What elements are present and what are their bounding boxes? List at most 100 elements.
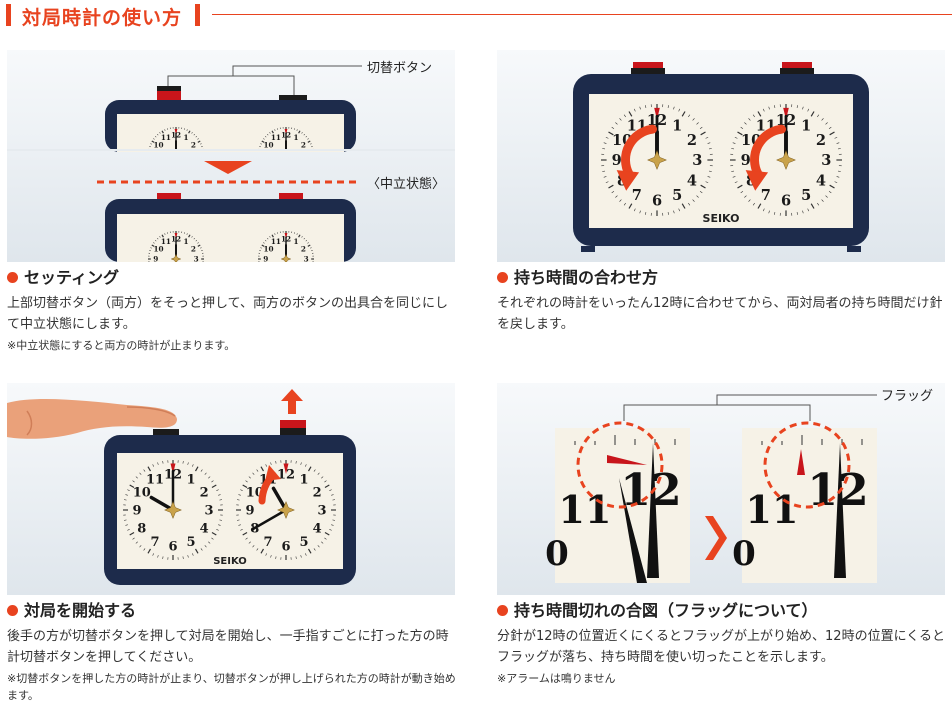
dial-number: 1 bbox=[184, 133, 189, 142]
dial-number: 11 bbox=[161, 133, 171, 142]
bullet-icon bbox=[497, 605, 508, 616]
dial-number: 11 bbox=[271, 237, 281, 246]
flag-icon bbox=[284, 128, 288, 135]
dial-number: 1 bbox=[294, 133, 299, 142]
flag-body: 分針が12時の位置近くにくるとフラッグが上がり始め、12時の位置にくるとフラッグ… bbox=[497, 629, 946, 665]
dial-number: 10 bbox=[263, 141, 273, 150]
dial-number: 7 bbox=[761, 187, 771, 204]
dial-number: 5 bbox=[299, 535, 308, 550]
dial-number: 7 bbox=[632, 187, 642, 204]
setting-illustration: 切替ボタン 121234567891011121234567891011 〈中立… bbox=[7, 50, 455, 262]
dial-number: 4 bbox=[200, 522, 209, 537]
dial-number: 8 bbox=[137, 522, 146, 537]
svg-text:0: 0 bbox=[732, 534, 756, 574]
dial-number: 4 bbox=[816, 172, 826, 189]
dial-number: 10 bbox=[153, 245, 163, 254]
next-arrow-icon bbox=[705, 516, 727, 560]
setting-section: セッティング 上部切替ボタン（両方）をそっと押して、両方のボタンの出具合を同じに… bbox=[7, 268, 455, 354]
dial-number: 10 bbox=[133, 486, 151, 501]
brand-logo: SEIKO bbox=[703, 212, 740, 225]
hold-time-body: それぞれの時計をいったん12時に合わせてから、両対局者の持ち時間だけ針を戻します… bbox=[497, 296, 943, 332]
dial-number: 10 bbox=[263, 245, 273, 254]
hold-time-heading: 持ち時間の合わせ方 bbox=[497, 268, 949, 288]
dial-number: 5 bbox=[184, 168, 189, 177]
dial-number: 2 bbox=[301, 141, 306, 150]
rewind-arrow-icon bbox=[750, 124, 786, 179]
button-label: 切替ボタン bbox=[367, 61, 432, 76]
dial-number: 1 bbox=[294, 237, 299, 246]
dial-number: 2 bbox=[687, 132, 697, 149]
section-header: 対局時計の使い方 bbox=[0, 0, 952, 30]
dial-number: 3 bbox=[821, 152, 831, 169]
dial-number: 1 bbox=[672, 117, 682, 134]
flag-icon bbox=[783, 107, 789, 120]
start-body: 後手の方が切替ボタンを押して対局を開始し、一手指すごとに打った方の時計切替ボタン… bbox=[7, 629, 449, 665]
rewind-arrow-icon bbox=[621, 124, 657, 179]
header-bar-left bbox=[6, 4, 11, 26]
dial-number: 6 bbox=[173, 171, 178, 180]
dial-number: 3 bbox=[194, 255, 199, 262]
flag-icon bbox=[174, 232, 178, 239]
start-heading: 対局を開始する bbox=[7, 601, 459, 621]
brand-logo: SEIKO bbox=[213, 556, 247, 567]
dial-number: 4 bbox=[313, 522, 322, 537]
svg-text:0: 0 bbox=[545, 534, 569, 574]
dial-number: 12 bbox=[277, 468, 295, 483]
dial-number: 6 bbox=[283, 171, 288, 180]
flag-icon bbox=[284, 232, 288, 239]
dial-number: 4 bbox=[191, 161, 196, 170]
heading-text: セッティング bbox=[24, 268, 120, 287]
setting-note: ※中立状態にすると両方の時計が止まります。 bbox=[7, 339, 236, 352]
dial-number: 7 bbox=[163, 168, 168, 177]
dial-number: 6 bbox=[168, 540, 177, 555]
clock-dial: 121234567891011 bbox=[601, 104, 713, 216]
heading-text: 対局を開始する bbox=[24, 601, 137, 620]
dial-number: 2 bbox=[200, 486, 209, 501]
setting-heading: セッティング bbox=[7, 268, 455, 288]
dial-number: 2 bbox=[191, 245, 196, 254]
dial-number: 9 bbox=[245, 504, 254, 519]
flag-illustration: フラッグ 1211012110 bbox=[497, 383, 945, 595]
clock-dial: 121234567891011 bbox=[258, 127, 314, 180]
page-title: 対局時計の使い方 bbox=[22, 7, 183, 29]
dial-number: 2 bbox=[313, 486, 322, 501]
dial-number: 10 bbox=[153, 141, 163, 150]
flag-icon bbox=[797, 449, 805, 475]
flag-icon bbox=[654, 107, 660, 120]
dial-number: 2 bbox=[816, 132, 826, 149]
dial-number: 1 bbox=[186, 473, 195, 488]
neutral-label: 〈中立状態〉 bbox=[367, 176, 445, 192]
header-bar-right bbox=[195, 4, 200, 26]
zoomed-dial: 12110 bbox=[732, 428, 877, 583]
dial-number: 9 bbox=[741, 152, 751, 169]
dial-number: 3 bbox=[204, 504, 213, 519]
dial-number: 2 bbox=[301, 245, 306, 254]
flag-heading: 持ち時間切れの合図（フラッグについて） bbox=[497, 601, 949, 621]
clock-dial: 121234567891011 bbox=[730, 104, 842, 216]
bullet-icon bbox=[497, 272, 508, 283]
dial-number: 4 bbox=[687, 172, 697, 189]
dial-number: 7 bbox=[150, 535, 159, 550]
dial-number: 9 bbox=[132, 504, 141, 519]
dial-number: 11 bbox=[161, 237, 171, 246]
dial-number: 4 bbox=[301, 161, 306, 170]
flag-icon bbox=[174, 128, 178, 135]
start-section: 対局を開始する 後手の方が切替ボタンを押して対局を開始し、一手指すごとに打った方… bbox=[7, 601, 459, 704]
start-note: ※切替ボタンを押した方の時計が止まり、切替ボタンが押し上げられた方の時計が動き始… bbox=[7, 672, 456, 702]
start-illustration: 121234567891011121234567891011 SEIKO bbox=[7, 383, 455, 595]
dial-number: 5 bbox=[672, 187, 682, 204]
dial-number: 5 bbox=[801, 187, 811, 204]
setting-body: 上部切替ボタン（両方）をそっと押して、両方のボタンの出具合を同じにして中立状態に… bbox=[7, 296, 448, 332]
dial-number: 5 bbox=[294, 168, 299, 177]
dial-number: 3 bbox=[317, 504, 326, 519]
hold-time-section: 持ち時間の合わせ方 それぞれの時計をいったん12時に合わせてから、両対局者の持ち… bbox=[497, 268, 949, 335]
dial-number: 3 bbox=[304, 255, 309, 262]
dial-number: 9 bbox=[153, 255, 158, 262]
dial-number: 1 bbox=[184, 237, 189, 246]
dial-number: 9 bbox=[263, 255, 268, 262]
dial-number: 6 bbox=[281, 540, 290, 555]
bullet-icon bbox=[7, 605, 18, 616]
dial-number: 8 bbox=[156, 161, 161, 170]
svg-text:11: 11 bbox=[559, 487, 612, 532]
dial-number: 8 bbox=[266, 161, 271, 170]
